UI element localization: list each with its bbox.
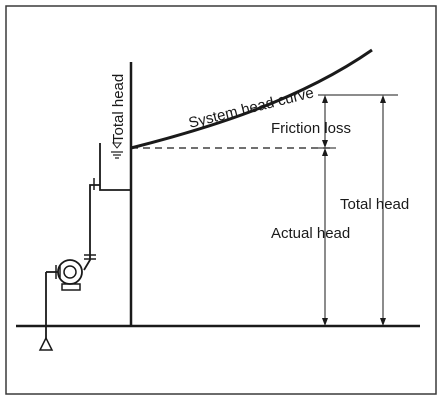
foot-valve-icon	[38, 336, 54, 351]
water-level-icon	[111, 142, 123, 159]
discharge-pipe	[83, 184, 100, 271]
total-head-label: Total head	[340, 196, 409, 213]
axis-label: Total head	[110, 74, 127, 143]
pump-icon	[46, 259, 83, 291]
total-head-dimension	[380, 95, 386, 326]
friction-loss-dimension	[322, 95, 328, 148]
friction-loss-label: Friction loss	[271, 120, 351, 137]
actual-head-label: Actual head	[271, 225, 350, 242]
actual-head-dimension	[322, 148, 328, 326]
tank-outline	[99, 143, 131, 191]
system-head-curve	[130, 48, 373, 150]
figure-frame	[5, 5, 437, 395]
